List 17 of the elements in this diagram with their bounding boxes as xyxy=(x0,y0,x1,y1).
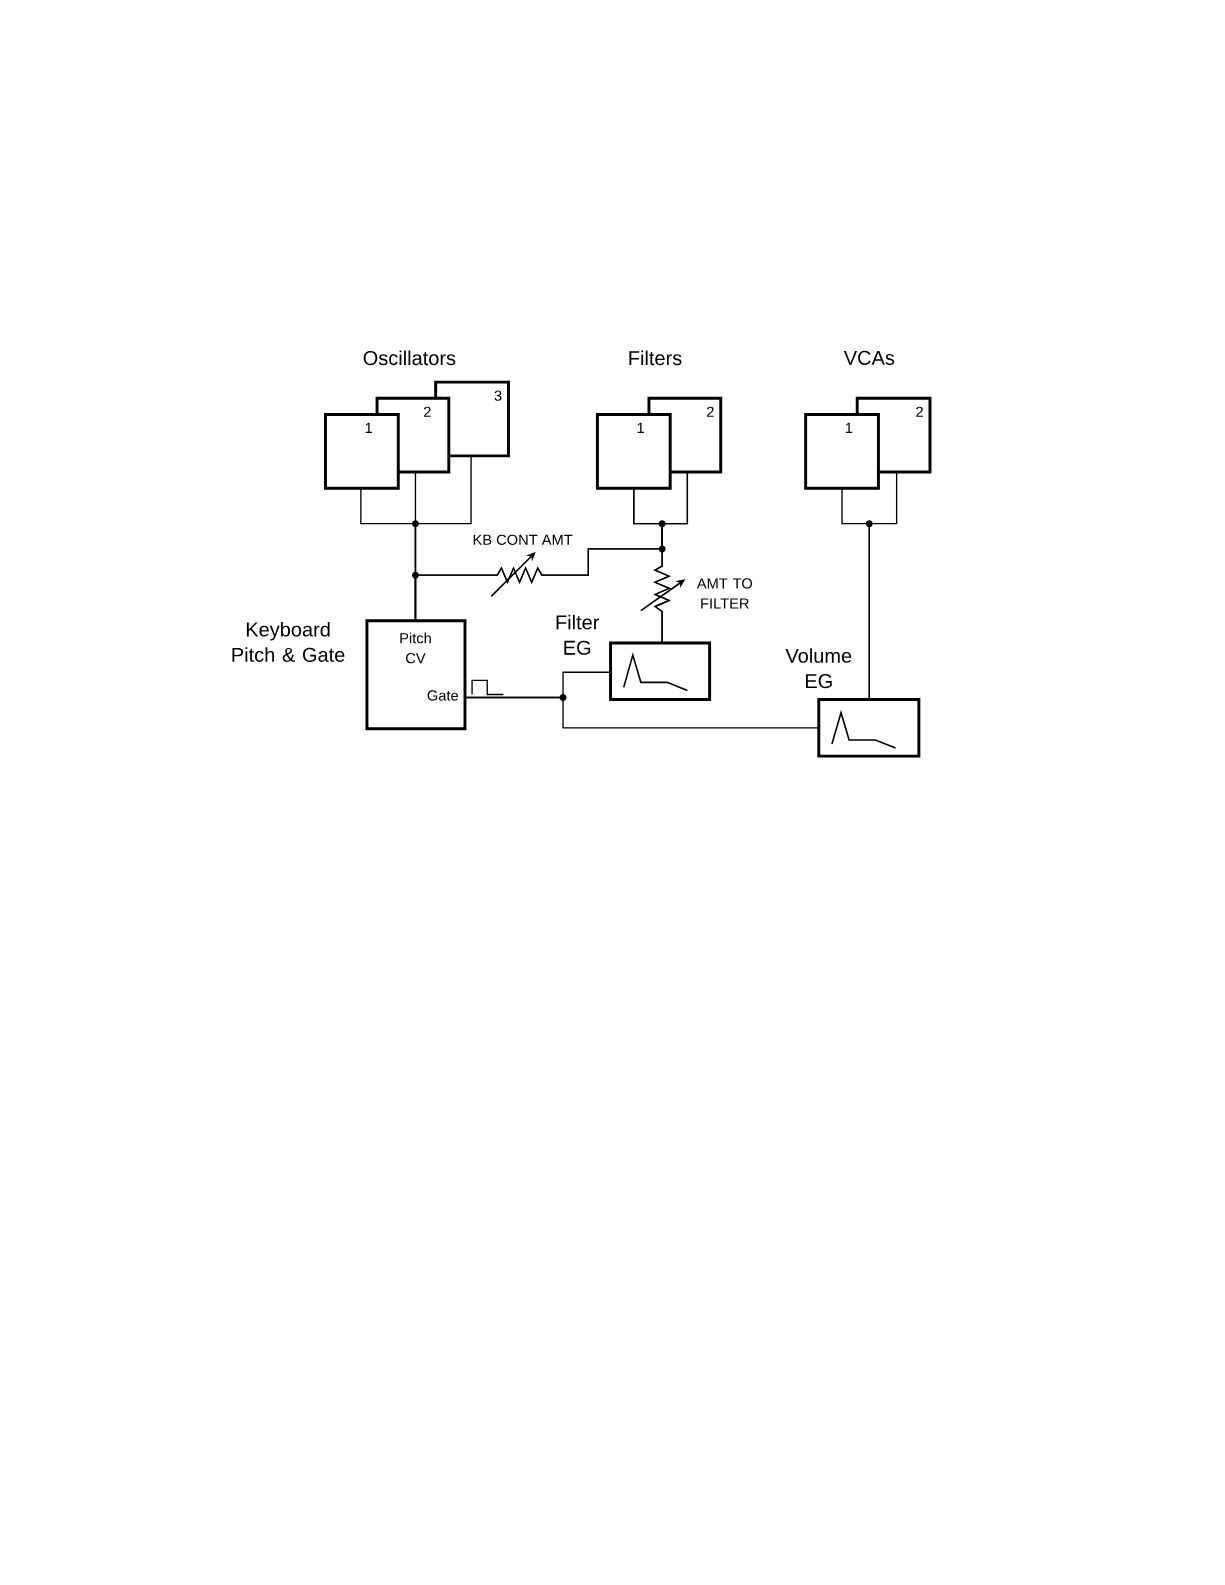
node-label: Filter EG xyxy=(556,614,600,655)
node-label: Keyboard Pitch & Gate xyxy=(232,621,345,662)
keyboard-box: Keyboard Pitch & Gate Pitch CV Gate xyxy=(232,619,467,731)
wire xyxy=(464,696,820,729)
control-label: KB CONT AMT xyxy=(473,534,573,545)
group-heading: Oscillators xyxy=(363,350,456,366)
module-box: 1 xyxy=(323,413,400,490)
envelope-box: Volume EG xyxy=(785,648,921,758)
wire xyxy=(653,471,688,644)
node-label: Volume EG xyxy=(785,648,852,689)
group-heading: VCAs xyxy=(843,350,895,365)
module-box: 1 xyxy=(595,413,672,490)
group-heading: Filters xyxy=(629,350,682,366)
control-label: AMT TO FILTER xyxy=(696,578,752,609)
envelope-box: Filter EG xyxy=(556,614,712,701)
wire xyxy=(868,471,898,701)
module-box: 1 xyxy=(804,413,880,490)
